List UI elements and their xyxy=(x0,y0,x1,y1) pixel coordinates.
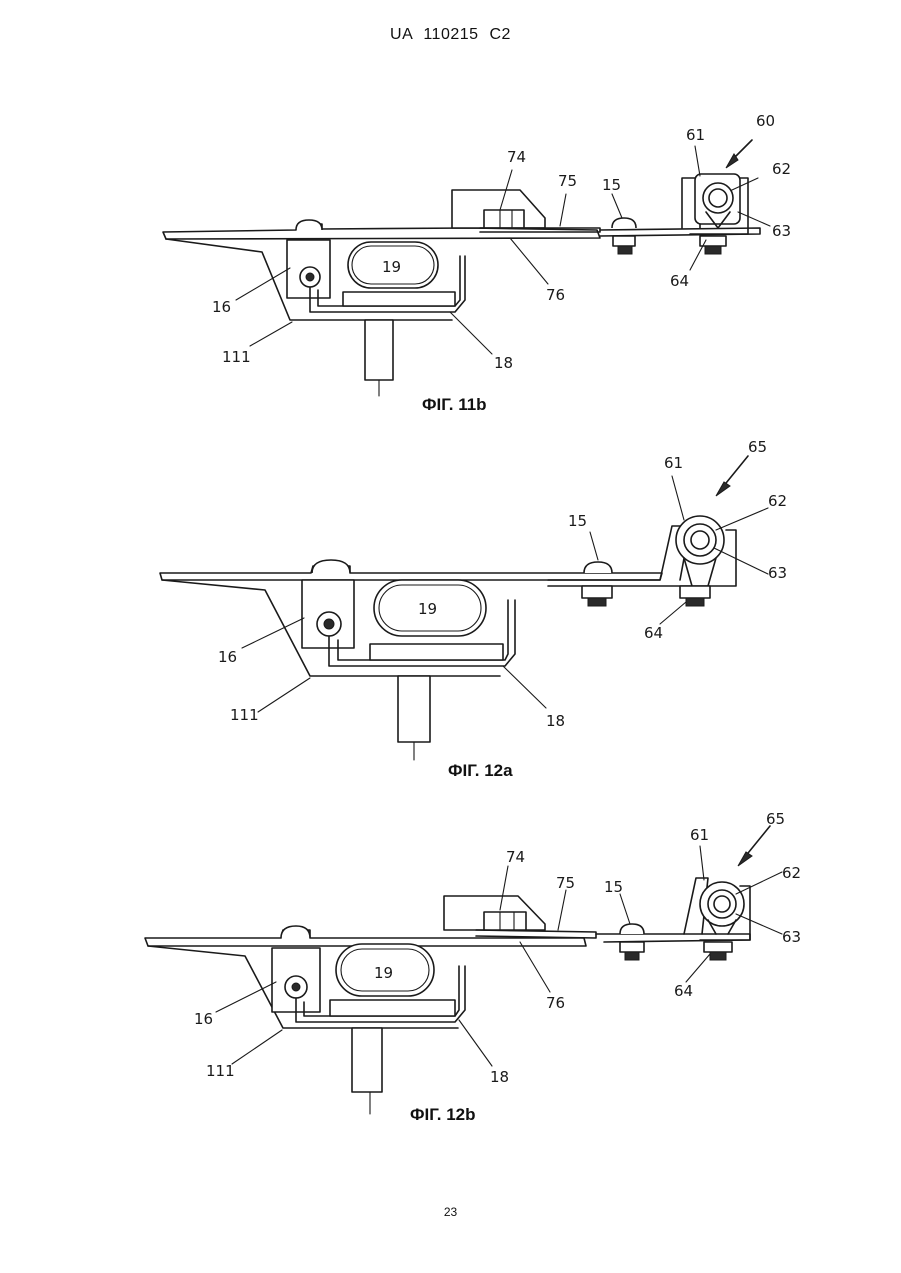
label-15: 15 xyxy=(604,878,623,896)
bolt-core xyxy=(324,619,334,629)
shaft xyxy=(365,320,393,380)
label-61: 61 xyxy=(690,826,709,844)
label-65: 65 xyxy=(748,438,767,456)
label-16: 16 xyxy=(212,298,231,316)
arrow-65 xyxy=(738,852,752,866)
label-75: 75 xyxy=(558,172,577,190)
bracket-16 xyxy=(302,580,354,648)
top-bolt-head xyxy=(281,926,310,938)
label-61: 61 xyxy=(686,126,705,144)
label-19: 19 xyxy=(382,258,401,276)
nut-64 xyxy=(704,942,732,952)
strip-75 xyxy=(476,930,596,938)
label-19: 19 xyxy=(418,600,437,618)
label-15: 15 xyxy=(568,512,587,530)
label-111: 111 xyxy=(230,706,259,724)
shaft xyxy=(398,676,430,742)
figure-12b: 74 75 15 61 65 62 63 64 76 19 16 111 18 … xyxy=(0,806,901,1136)
rail-block xyxy=(330,1000,455,1016)
strip-76 xyxy=(600,228,760,236)
label-62: 62 xyxy=(772,160,791,178)
top-bolt-head xyxy=(312,560,350,573)
label-18: 18 xyxy=(490,1068,509,1086)
bolt-15 xyxy=(620,924,644,934)
label-63: 63 xyxy=(772,222,791,240)
label-16: 16 xyxy=(218,648,237,666)
label-74: 74 xyxy=(506,848,525,866)
label-75: 75 xyxy=(556,874,575,892)
figure-caption: ФІГ. 12b xyxy=(410,1105,476,1124)
label-60: 60 xyxy=(756,112,775,130)
figure-12a: 15 61 65 62 63 64 19 16 111 18 ФІГ. 12a xyxy=(0,440,901,790)
arrow-65 xyxy=(716,482,730,496)
figure-caption: ФІГ. 12a xyxy=(448,761,513,780)
label-62: 62 xyxy=(768,492,787,510)
label-65: 65 xyxy=(766,810,785,828)
label-64: 64 xyxy=(670,272,689,290)
bolt-15 xyxy=(584,562,612,573)
figure-11b: 74 75 15 61 60 62 63 64 76 19 16 111 18 … xyxy=(0,110,901,420)
bolt-15 xyxy=(612,218,636,228)
figure-caption: ФІГ. 11b xyxy=(422,395,487,414)
label-18: 18 xyxy=(494,354,513,372)
bracket-16 xyxy=(287,240,330,298)
rail-block xyxy=(370,644,503,660)
rail-block xyxy=(343,292,455,306)
label-64: 64 xyxy=(644,624,663,642)
label-63: 63 xyxy=(782,928,801,946)
top-bolt-head xyxy=(296,220,322,230)
label-15: 15 xyxy=(602,176,621,194)
bolt-core xyxy=(306,273,314,281)
document-number-header: UA 110215 C2 xyxy=(0,26,901,44)
page-number: 23 xyxy=(0,1205,901,1219)
label-64: 64 xyxy=(674,982,693,1000)
bracket-arm xyxy=(548,526,690,580)
label-111: 111 xyxy=(222,348,251,366)
shaft xyxy=(352,1028,382,1092)
label-19: 19 xyxy=(374,964,393,982)
label-61: 61 xyxy=(664,454,683,472)
label-18: 18 xyxy=(546,712,565,730)
label-111: 111 xyxy=(206,1062,235,1080)
label-74: 74 xyxy=(507,148,526,166)
label-63: 63 xyxy=(768,564,787,582)
roller-61 xyxy=(700,882,744,926)
label-16: 16 xyxy=(194,1010,213,1028)
bolt-core xyxy=(292,983,300,991)
label-76: 76 xyxy=(546,286,565,304)
nut-64 xyxy=(680,586,710,598)
label-62: 62 xyxy=(782,864,801,882)
label-76: 76 xyxy=(546,994,565,1012)
